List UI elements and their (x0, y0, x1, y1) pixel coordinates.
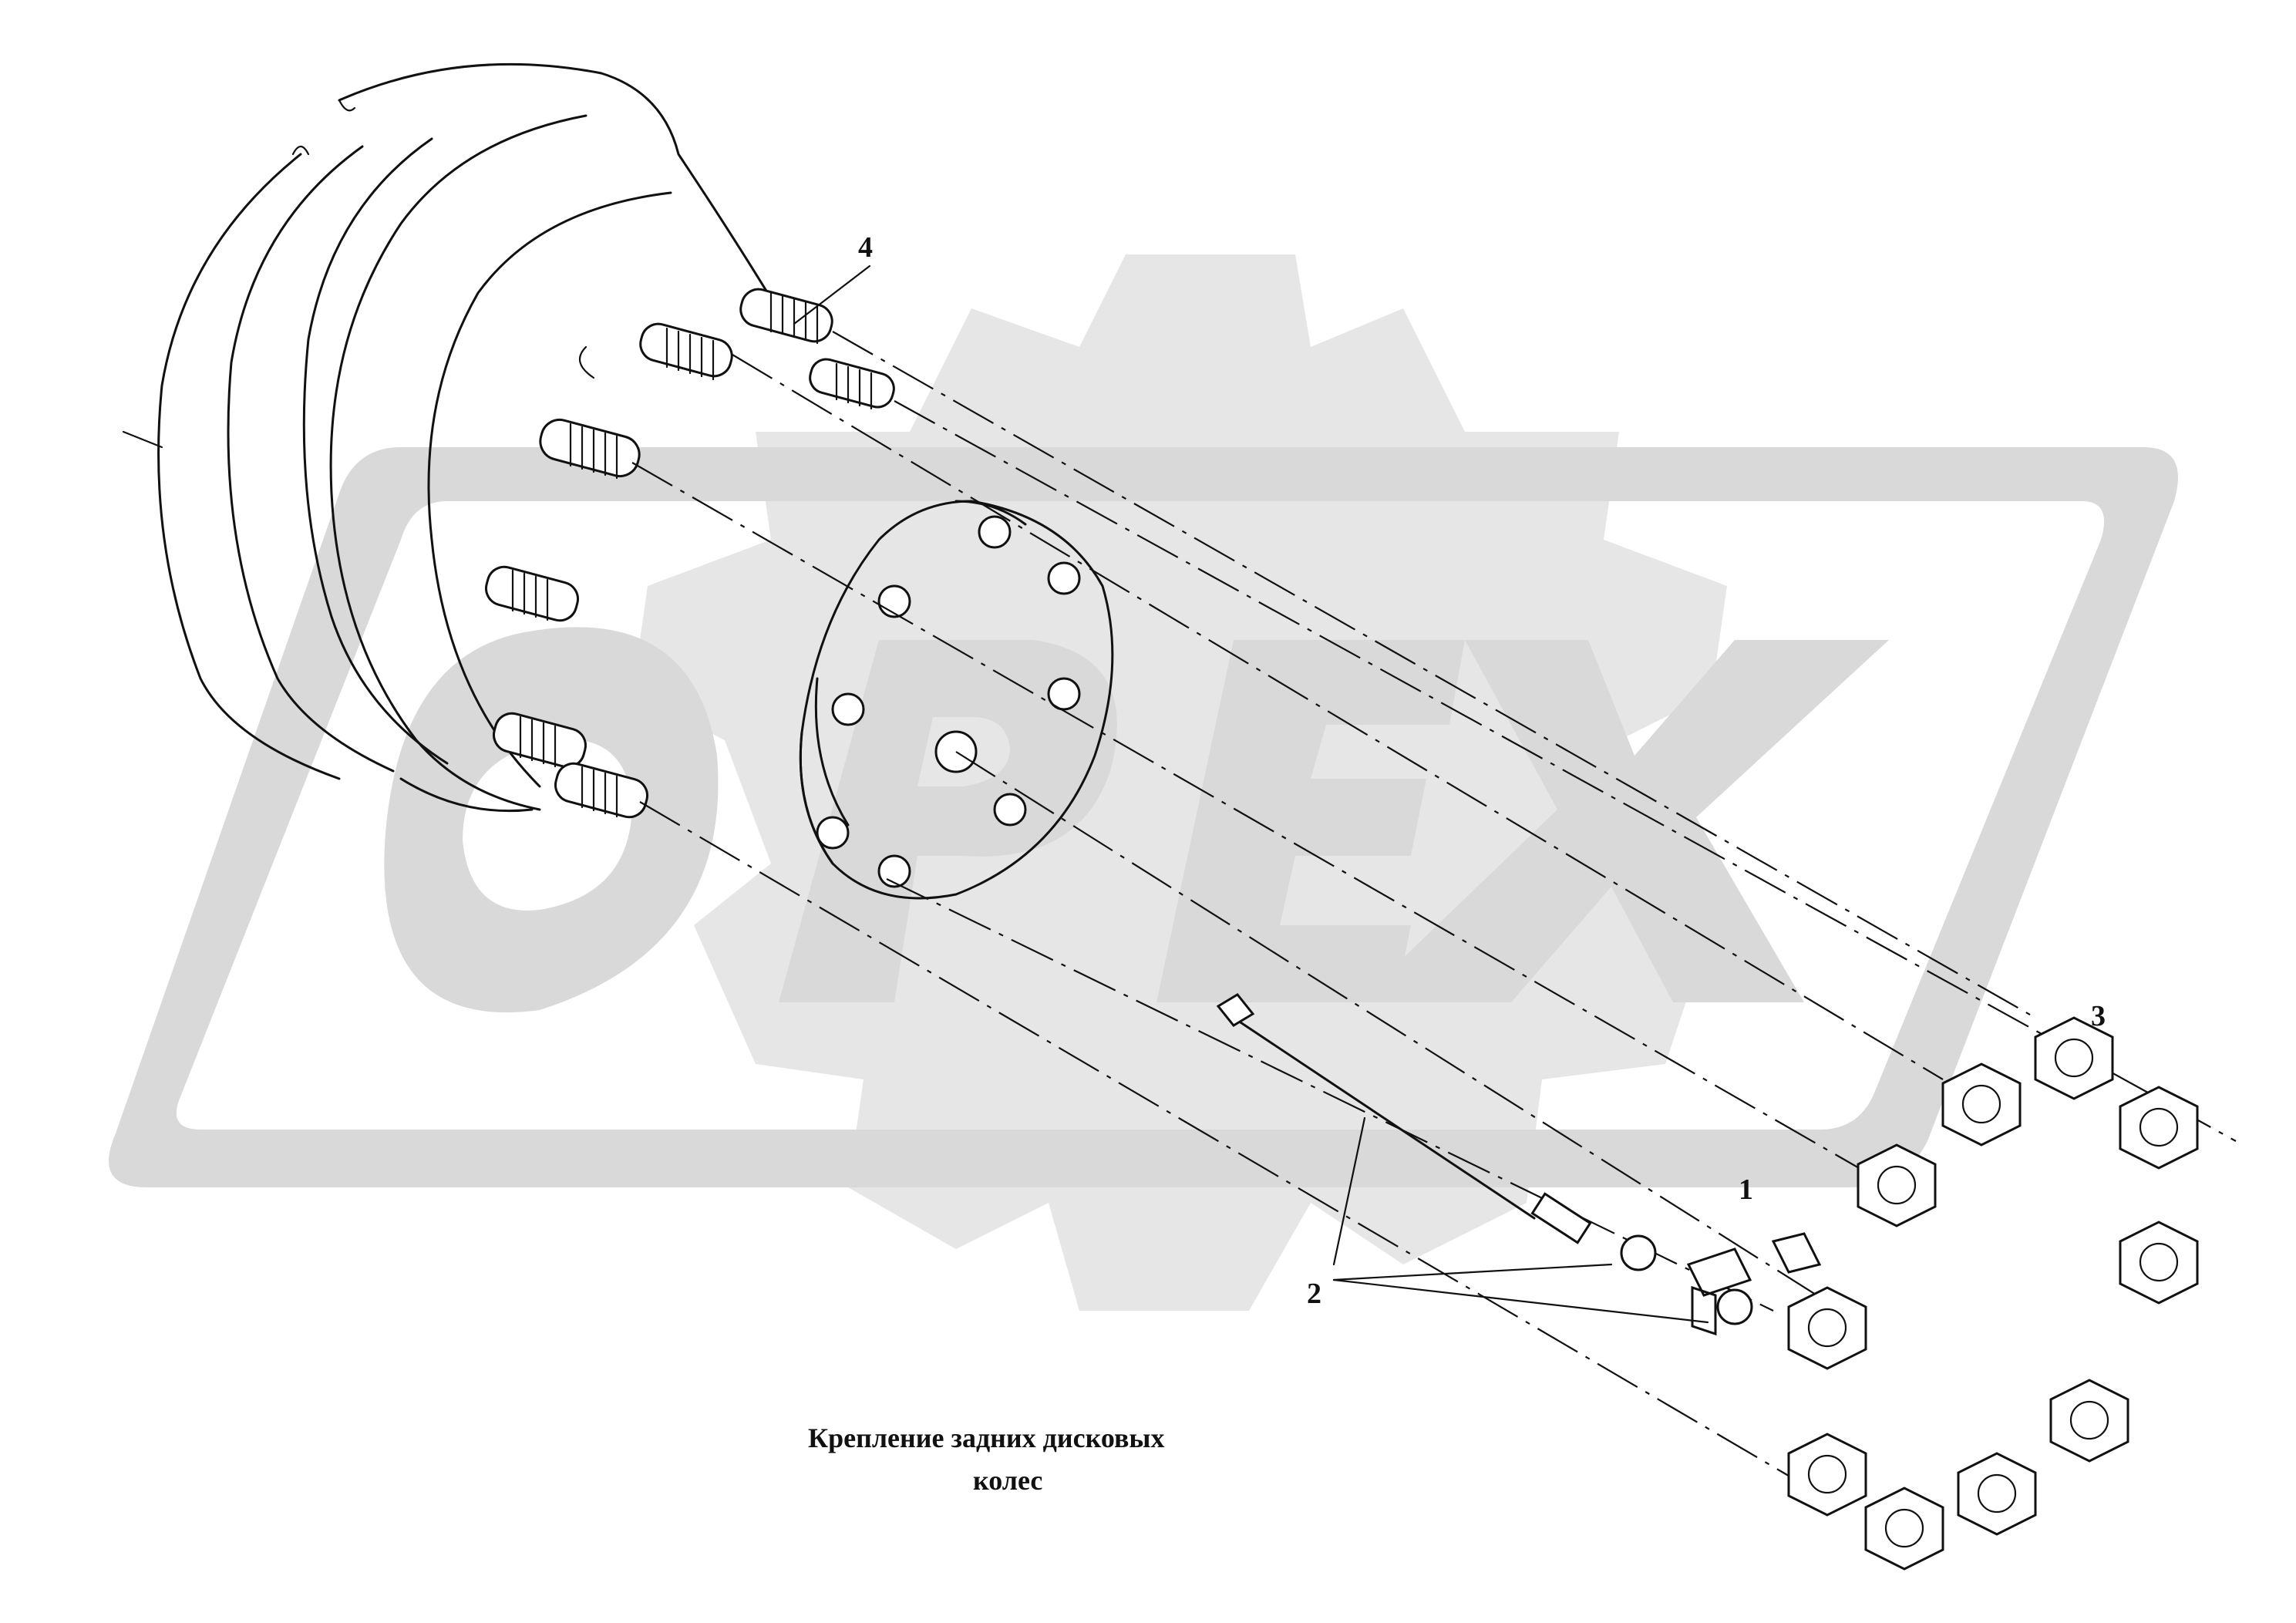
nut (1787, 1433, 1867, 1517)
nut (1864, 1487, 1944, 1571)
wheel-nuts (1787, 1016, 2199, 1571)
nut (1857, 1143, 1937, 1227)
wheel-hub (799, 500, 1114, 900)
stud (809, 358, 895, 410)
stud (493, 712, 587, 769)
stud (554, 762, 648, 819)
caption-line-1: Крепление задних дисковых (808, 1423, 1165, 1453)
stud (539, 418, 641, 480)
watermark-logo (109, 254, 2178, 1311)
stud (485, 565, 579, 622)
assembly-axes (631, 331, 2237, 1481)
clamp-assembly (1216, 993, 1822, 1336)
callout-4: 4 (858, 231, 873, 264)
callout-1: 1 (1739, 1173, 1753, 1206)
callout-3: 3 (2091, 1000, 2106, 1032)
stud (739, 288, 833, 345)
nut (2034, 1016, 2114, 1100)
nut (2119, 1086, 2199, 1170)
caption-line-2: колес (973, 1465, 1042, 1496)
nut (1787, 1286, 1867, 1370)
stud (639, 322, 733, 381)
nut (1957, 1452, 2037, 1536)
watermark-letters (384, 627, 1889, 1013)
nut (1941, 1062, 2022, 1147)
nut (2049, 1379, 2129, 1463)
wheel-studs (485, 288, 895, 819)
callout-2: 2 (1307, 1278, 1321, 1310)
nut (2119, 1221, 2199, 1305)
callout-4-leader (793, 264, 871, 325)
wheel-rim (122, 62, 788, 813)
